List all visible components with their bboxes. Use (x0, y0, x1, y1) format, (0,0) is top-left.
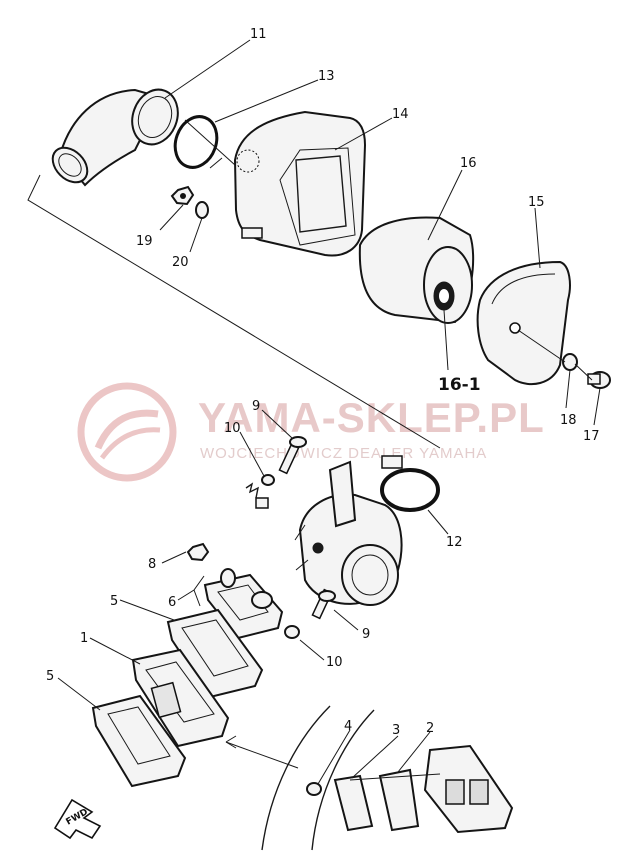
callout-20: 20 (172, 255, 189, 270)
washer-20 (195, 201, 209, 219)
bolt-17 (587, 371, 611, 389)
screw-4 (306, 782, 322, 796)
fwd-arrow-icon: FWD (53, 798, 102, 840)
callout-17: 17 (583, 429, 600, 444)
hose-clamp (380, 455, 440, 512)
screw-9-bottom (311, 588, 336, 620)
callouts: 11 13 14 16 15 19 20 16-1 18 17 9 10 12 … (46, 27, 600, 738)
air-filter-case (233, 110, 367, 257)
leader-lines (57, 39, 601, 785)
callout-19: 19 (136, 234, 153, 249)
gasket-5-top (166, 608, 264, 699)
callout-10-top: 10 (224, 421, 241, 436)
stopper-3 (333, 774, 374, 832)
callout-3: 3 (392, 723, 400, 738)
callout-5-bottom: 5 (46, 669, 54, 684)
washer-10-top (261, 474, 275, 486)
screw-8 (186, 542, 236, 588)
washer-10-bottom (284, 625, 300, 639)
callout-16-1: 16-1 (438, 375, 481, 395)
callout-18: 18 (560, 413, 577, 428)
callout-12: 12 (446, 535, 463, 550)
watermark-subtitle: WOJCIECHOWICZ DEALER YAMAHA (200, 445, 487, 462)
callout-14: 14 (392, 107, 409, 122)
screw-9-top (278, 436, 307, 475)
air-filter-element (358, 216, 475, 324)
callout-1: 1 (80, 631, 88, 646)
o-ring (173, 115, 219, 169)
callout-9-bottom: 9 (362, 627, 370, 642)
reed-2 (378, 768, 420, 832)
washer-18 (562, 353, 578, 371)
carburetor (294, 460, 403, 606)
reed-detail-inset (225, 705, 514, 851)
callout-11: 11 (250, 27, 267, 42)
callout-5-top: 5 (110, 594, 118, 609)
callout-8: 8 (148, 557, 156, 572)
callout-9-top: 9 (252, 399, 260, 414)
watermark: YAMA-SKLEP.PL WOJCIECHOWICZ DEALER YAMAH… (77, 382, 545, 482)
spring-small (245, 482, 269, 509)
callout-10-bottom: 10 (326, 655, 343, 670)
watermark-title: YAMA-SKLEP.PL (198, 394, 545, 441)
callout-2: 2 (426, 721, 434, 736)
air-filter-cover (476, 260, 571, 386)
callout-15: 15 (528, 195, 545, 210)
air-intake-joint (51, 88, 179, 187)
callout-16: 16 (460, 156, 477, 171)
carb-joint (203, 573, 284, 640)
reed-valve (131, 648, 230, 748)
watermark-logo-icon (77, 382, 177, 482)
callout-6: 6 (168, 595, 176, 610)
gasket-5-bottom (91, 694, 187, 788)
reed-valve-body (423, 744, 514, 834)
callout-13: 13 (318, 69, 335, 84)
nut-19 (170, 185, 195, 206)
callout-4: 4 (344, 719, 352, 734)
